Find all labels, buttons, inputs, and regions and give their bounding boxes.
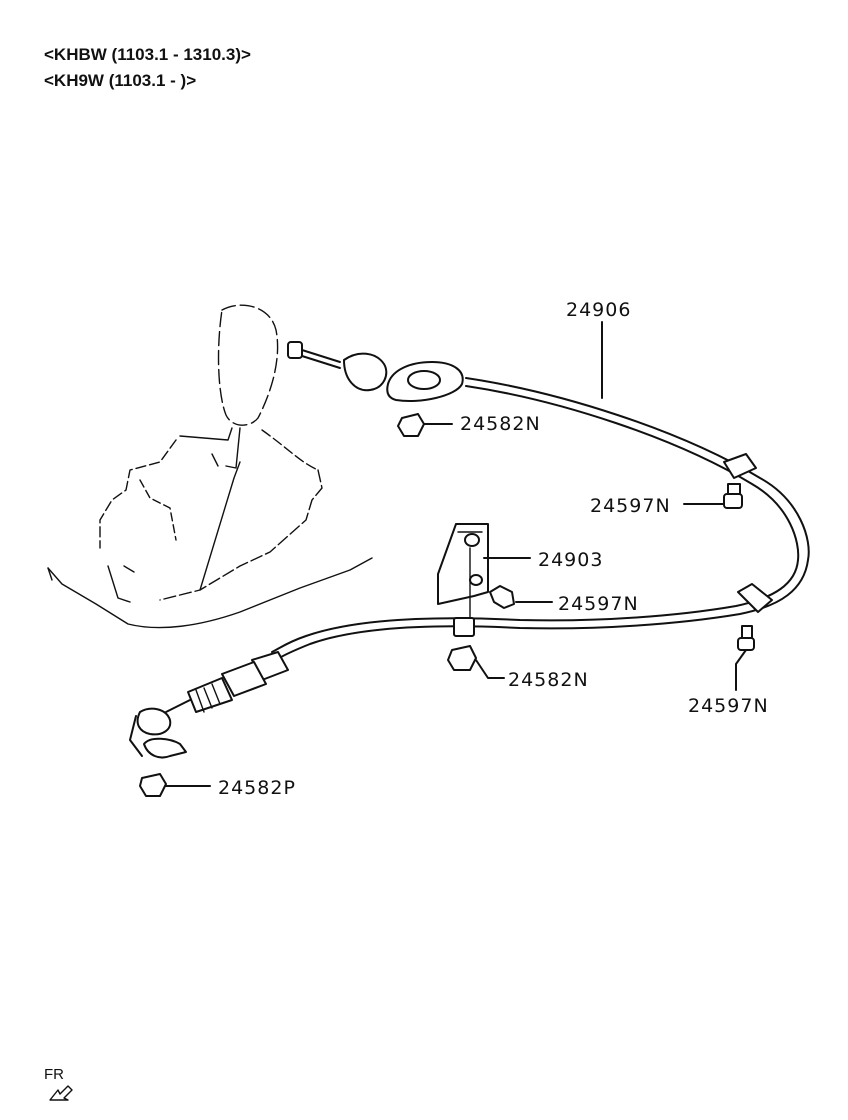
- clip-24582n-bottom: [447, 645, 505, 679]
- clip-24582p: [139, 773, 211, 797]
- bolt-24597n-bracket: [489, 585, 553, 609]
- cable-clamp-upper: [723, 453, 757, 479]
- bracket-24903: [437, 523, 531, 621]
- shift-cable-24906: [271, 377, 810, 661]
- callout-24903: 24903: [538, 549, 603, 571]
- orientation-label: FR: [44, 1066, 64, 1083]
- model-range-line-2: <KH9W (1103.1 - )>: [44, 71, 197, 90]
- clip-24582n-top: [397, 413, 453, 437]
- diagram-header: <KHBW (1103.1 - 1310.3)> <KH9W (1103.1 -…: [44, 42, 251, 94]
- model-range-line-1: <KHBW (1103.1 - 1310.3)>: [44, 45, 251, 64]
- shift-lever-housing: [47, 304, 373, 629]
- callout-24582n-bottom: 24582N: [508, 669, 589, 691]
- cable-clamp-lower: [737, 583, 773, 613]
- cable-end-upper: [287, 341, 464, 402]
- callout-24582n-top: 24582N: [460, 413, 541, 435]
- cable-end-lower: [129, 651, 289, 759]
- cable-clamp-middle: [453, 617, 475, 637]
- bolt-24597n-upper: [683, 483, 743, 509]
- callout-24597n-lower: 24597N: [688, 695, 769, 717]
- front-direction-arrow-icon: [49, 1085, 73, 1101]
- callout-24597n-upper: 24597N: [590, 495, 671, 517]
- callout-24597n-bracket: 24597N: [558, 593, 639, 615]
- callout-24582p: 24582P: [218, 777, 296, 799]
- callout-24906: 24906: [566, 299, 631, 321]
- bolt-24597n-lower: [735, 625, 755, 691]
